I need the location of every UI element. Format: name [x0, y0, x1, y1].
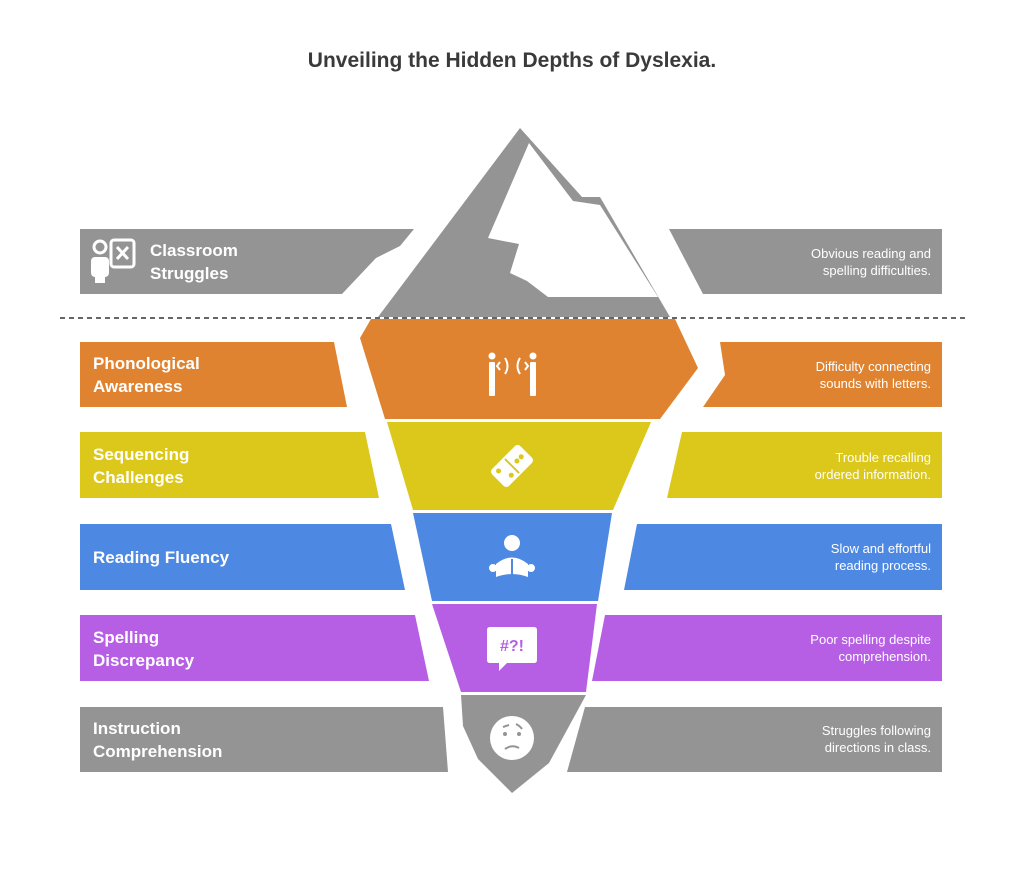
- domino-icon: [491, 445, 533, 487]
- layer-description-fluency: Slow and effortful reading process.: [830, 541, 931, 573]
- layer-title-fluency: Reading Fluency: [93, 548, 230, 567]
- spelling-symbols: #?!: [500, 638, 524, 655]
- speaking-people-icon: [488, 352, 537, 396]
- band-right-sequencing: [667, 432, 942, 498]
- exclamation-speech-icon: #?!: [487, 627, 537, 671]
- layer-title-phonological: Phonological Awareness: [93, 354, 200, 396]
- layer-description-phonological: Difficulty connecting sounds with letter…: [815, 359, 931, 391]
- teacher-board-icon: [91, 238, 136, 283]
- page-title: Unveiling the Hidden Depths of Dyslexia.: [307, 49, 717, 72]
- layer-description-sequencing: Trouble recalling ordered information.: [814, 450, 931, 482]
- layer-description-spelling: Poor spelling despite comprehension.: [810, 632, 931, 664]
- layer-title-classroom: Classroom Struggles: [150, 241, 238, 283]
- layer-title-spelling: Spelling Discrepancy: [93, 628, 195, 670]
- layer-description-classroom: Obvious reading and spelling difficultie…: [811, 246, 931, 278]
- iceberg-snow: [488, 143, 658, 297]
- band-left-spelling: [80, 615, 429, 681]
- layer-title-instruction: Instruction Comprehension: [93, 719, 223, 761]
- layer-title-sequencing: Sequencing Challenges: [93, 445, 190, 487]
- band-right-phonological: [703, 342, 942, 407]
- iceberg-layer-orange: [360, 319, 698, 419]
- band-right-classroom: [669, 229, 942, 294]
- band-right-fluency: [624, 524, 942, 590]
- band-left-sequencing: [80, 432, 379, 498]
- confused-face-icon: [490, 716, 534, 760]
- band-right-instruction: [567, 707, 942, 772]
- band-left-phonological: [80, 342, 347, 407]
- band-right-spelling: [592, 615, 942, 681]
- iceberg-layer-blue: [413, 513, 612, 601]
- person-reading-icon: [489, 535, 535, 577]
- layer-description-instruction: Struggles following directions in class.: [821, 723, 931, 755]
- band-left-instruction: [80, 707, 448, 772]
- band-left-classroom: [80, 229, 414, 294]
- band-left-fluency: [80, 524, 405, 590]
